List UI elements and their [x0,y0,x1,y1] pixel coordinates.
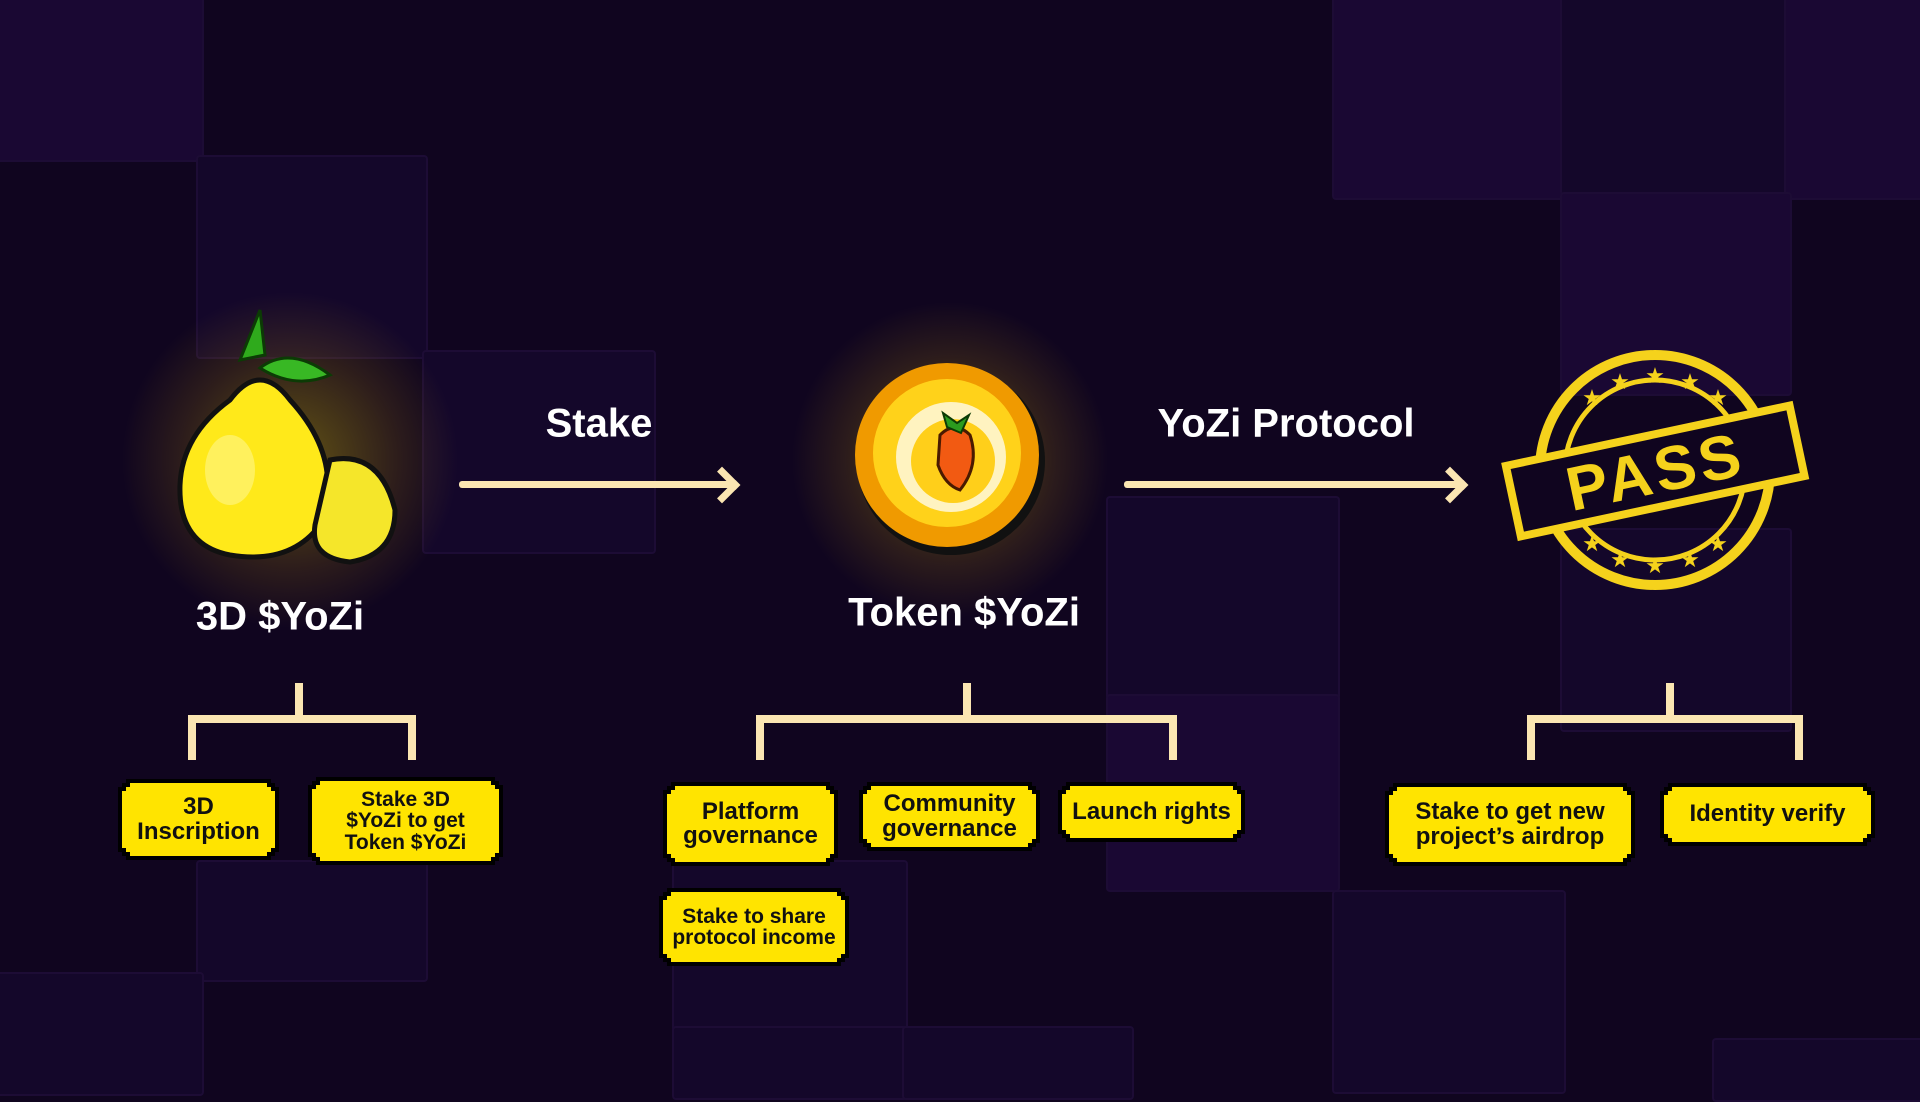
coin-icon [855,363,1045,555]
svg-text:★: ★ [1680,369,1700,394]
stage-title-3d-yozi: 3D $YoZi [195,594,365,639]
feature-identity-verify: Identity verify [1660,783,1875,846]
svg-text:★: ★ [1680,547,1700,572]
background-tile [1332,890,1566,1094]
feature-stake-airdrop: Stake to get new project’s airdrop [1385,783,1635,866]
background-tile [196,860,428,982]
arrow-label-yozi-protocol: YoZi Protocol [1157,401,1415,446]
svg-text:★: ★ [1645,553,1665,578]
svg-text:★: ★ [1582,531,1602,556]
background-tile [1560,528,1792,732]
svg-text:★: ★ [1610,369,1630,394]
background-tile [0,0,204,162]
background-tile [1106,496,1340,700]
pear-icon [177,309,398,565]
svg-text:★: ★ [1582,385,1602,410]
feature-community-governance: Community governance [859,782,1040,851]
background-tile [196,155,428,359]
feature-platform-governance: Platform governance [663,782,838,866]
background-tile [672,1026,908,1100]
background-tile [1712,1038,1920,1102]
svg-text:★: ★ [1610,547,1630,572]
arrow-label-stake: Stake [545,401,653,446]
stage-title-token-yozi: Token $YoZi [848,590,1080,635]
background-tile [422,350,656,554]
background-tile [902,1026,1134,1100]
feature-stake-3d-yozi: Stake 3D $YoZi to get Token $YoZi [308,777,503,865]
background-tile [1784,0,1920,200]
pass-stamp-icon: ★★★ ★★ ★★★ ★★ PASS [1501,350,1810,590]
svg-text:★: ★ [1708,385,1728,410]
yozi-protocol-arrow [1124,481,1461,488]
feature-3d-inscription: 3D Inscription [118,779,279,860]
svg-text:★: ★ [1708,531,1728,556]
feature-stake-share-income: Stake to share protocol income [659,888,849,966]
feature-launch-rights: Launch rights [1058,782,1245,842]
stake-arrow [459,481,733,488]
background-tile [1560,0,1790,196]
background-tile [1332,0,1566,200]
svg-text:★: ★ [1645,363,1665,388]
background-tile [0,972,204,1096]
